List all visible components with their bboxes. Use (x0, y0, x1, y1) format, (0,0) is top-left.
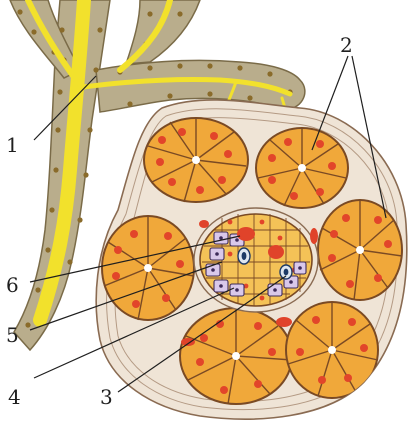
callout-4: 4 (8, 385, 21, 409)
acinus (318, 200, 402, 300)
callout-2: 2 (340, 33, 353, 57)
callout-5: 5 (6, 323, 19, 347)
pancreatic-lobule (96, 100, 407, 419)
acinus (256, 128, 348, 208)
callout-1: 1 (6, 133, 19, 157)
acinus (144, 118, 248, 202)
callout-3: 3 (100, 385, 113, 409)
acinus (286, 302, 378, 398)
acinus (102, 216, 194, 320)
acinus (180, 308, 292, 404)
callout-6: 6 (6, 273, 19, 297)
